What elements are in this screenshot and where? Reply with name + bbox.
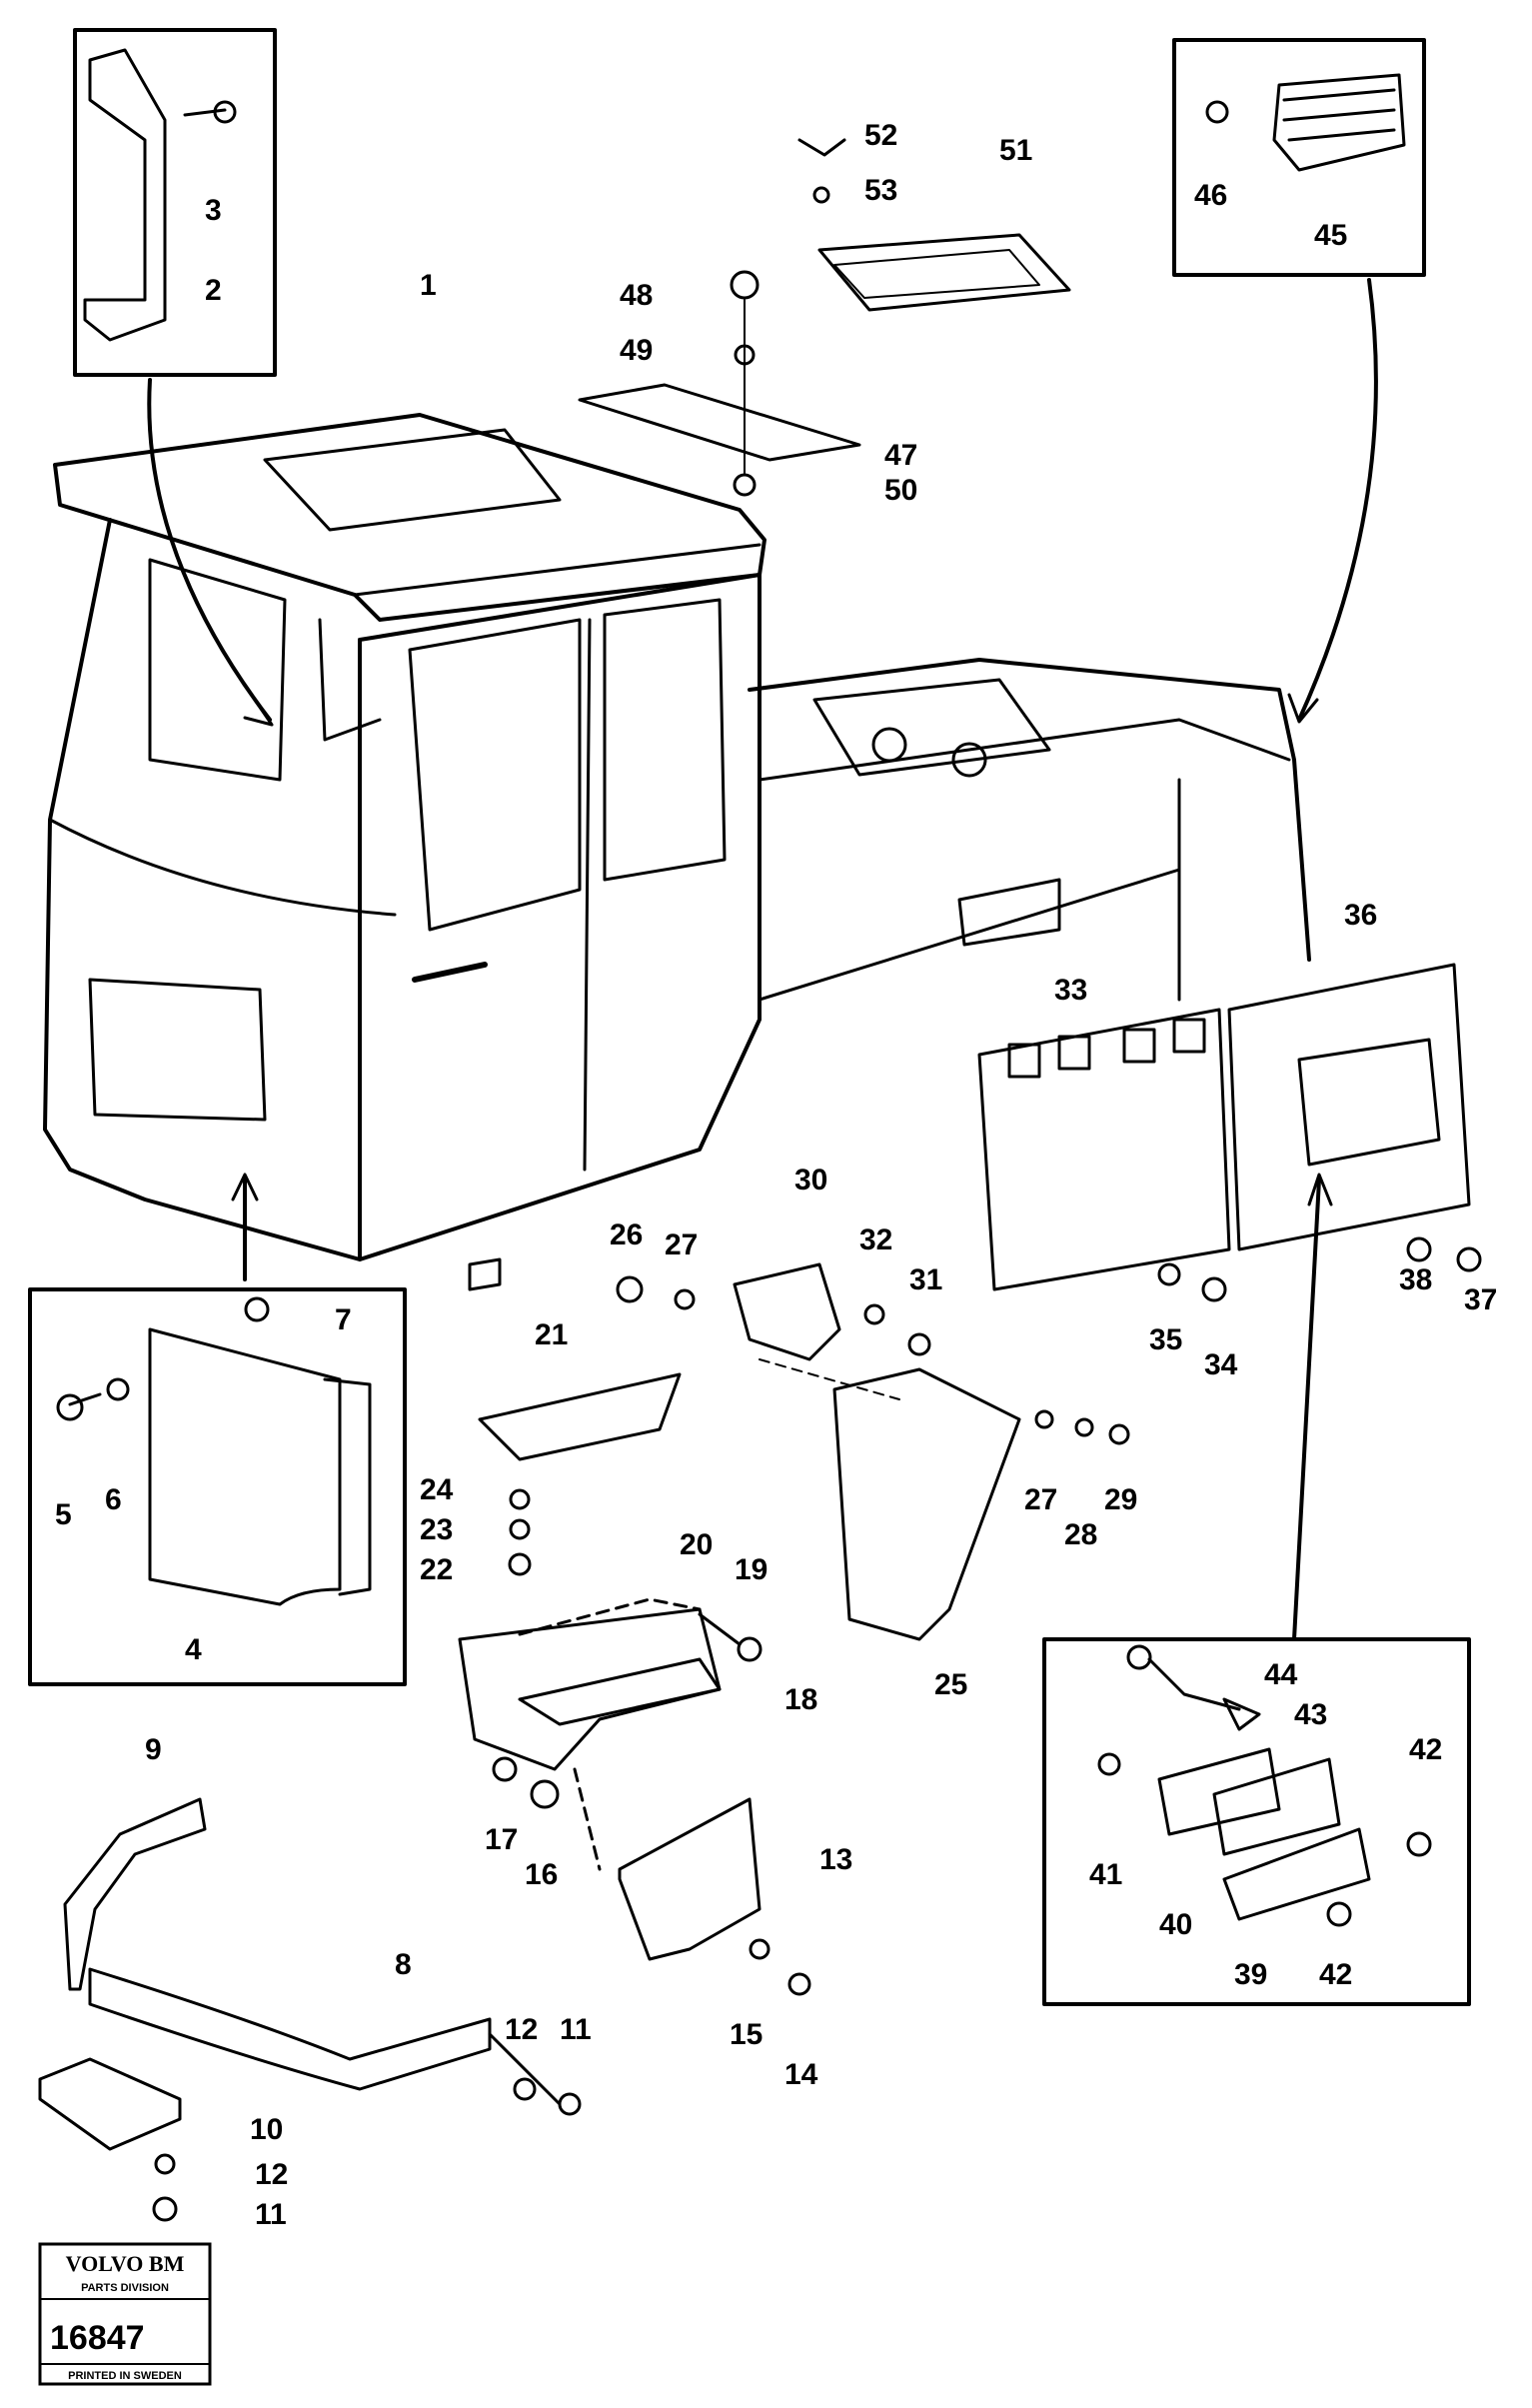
part-label-25: 25 — [934, 1668, 967, 1701]
step-assembly — [458, 1597, 811, 1996]
bracket-assembly — [616, 1262, 1130, 1641]
part-label-31: 31 — [909, 1263, 942, 1296]
part-label-28: 28 — [1064, 1518, 1097, 1551]
part-label-34: 34 — [1204, 1348, 1238, 1381]
part-label-15: 15 — [730, 2018, 763, 2051]
part-label-30: 30 — [794, 1164, 827, 1197]
vent-detail-box — [1172, 38, 1426, 724]
part-label-17: 17 — [485, 1823, 518, 1856]
part-label-40: 40 — [1159, 1908, 1192, 1941]
part-label-37: 37 — [1464, 1283, 1497, 1316]
part-label-22: 22 — [420, 1553, 453, 1586]
part-label-21: 21 — [535, 1318, 568, 1351]
part-label-12a: 12 — [505, 2013, 538, 2046]
part-label-50: 50 — [884, 474, 917, 507]
roof-hatch-assembly — [578, 138, 1071, 497]
part-label-43: 43 — [1294, 1698, 1327, 1731]
part-label-11b: 11 — [255, 2198, 287, 2231]
part-label-18: 18 — [784, 1683, 817, 1716]
cab-body — [43, 413, 1311, 1291]
part-label-52: 52 — [864, 119, 897, 152]
side-panels — [977, 963, 1482, 1641]
handle-detail-box — [73, 28, 277, 727]
part-label-9: 9 — [145, 1733, 162, 1766]
part-label-42b: 42 — [1319, 1958, 1352, 1991]
part-label-3: 3 — [205, 194, 222, 227]
part-label-1: 1 — [420, 269, 437, 302]
part-labels: 1 2 3 4 5 6 7 8 9 10 11 11 12 12 13 14 1… — [55, 119, 1497, 2231]
part-label-44: 44 — [1264, 1658, 1298, 1691]
part-label-46: 46 — [1194, 179, 1227, 212]
part-label-4: 4 — [185, 1633, 202, 1666]
part-label-26: 26 — [610, 1218, 643, 1251]
part-label-6: 6 — [105, 1483, 122, 1516]
part-label-11a: 11 — [560, 2013, 592, 2046]
part-label-49: 49 — [620, 334, 653, 367]
part-label-39: 39 — [1234, 1958, 1267, 1991]
part-label-32: 32 — [859, 1223, 892, 1256]
part-label-41: 41 — [1089, 1858, 1122, 1891]
part-label-10: 10 — [250, 2113, 283, 2146]
stamp-brand: VOLVO BM — [66, 2251, 185, 2276]
part-label-14: 14 — [784, 2058, 818, 2091]
part-label-27a: 27 — [665, 1228, 698, 1261]
hinge-detail-box — [1042, 1637, 1471, 2006]
part-label-12b: 12 — [255, 2158, 288, 2191]
shelf-assembly — [478, 1372, 682, 1576]
stamp-division: PARTS DIVISION — [81, 2282, 169, 2294]
stamp-printed: PRINTED IN SWEDEN — [68, 2370, 182, 2382]
part-label-48: 48 — [620, 279, 653, 312]
part-label-35: 35 — [1149, 1323, 1182, 1356]
part-label-53: 53 — [864, 174, 897, 207]
part-label-7: 7 — [335, 1303, 352, 1336]
part-label-29: 29 — [1104, 1483, 1137, 1516]
part-label-45: 45 — [1314, 219, 1347, 252]
part-label-2: 2 — [205, 274, 222, 307]
stamp-number: 16847 — [50, 2319, 145, 2357]
part-label-38: 38 — [1399, 1263, 1432, 1296]
panel-detail-box — [28, 1173, 407, 1686]
part-label-36: 36 — [1344, 899, 1377, 932]
part-label-23: 23 — [420, 1513, 453, 1546]
part-label-27b: 27 — [1024, 1483, 1057, 1516]
part-label-42a: 42 — [1409, 1733, 1442, 1766]
part-label-51: 51 — [999, 134, 1032, 167]
part-label-24: 24 — [420, 1473, 454, 1506]
part-label-13: 13 — [819, 1843, 852, 1876]
part-label-47: 47 — [884, 439, 917, 472]
part-label-20: 20 — [680, 1528, 713, 1561]
part-label-8: 8 — [395, 1948, 412, 1981]
part-label-5: 5 — [55, 1498, 72, 1531]
parts-division-stamp: VOLVO BM PARTS DIVISION 16847 PRINTED IN… — [38, 2242, 212, 2386]
part-label-33: 33 — [1054, 974, 1087, 1007]
part-label-19: 19 — [735, 1553, 767, 1586]
part-label-16: 16 — [525, 1858, 558, 1891]
bumper-assembly — [38, 1797, 582, 2222]
